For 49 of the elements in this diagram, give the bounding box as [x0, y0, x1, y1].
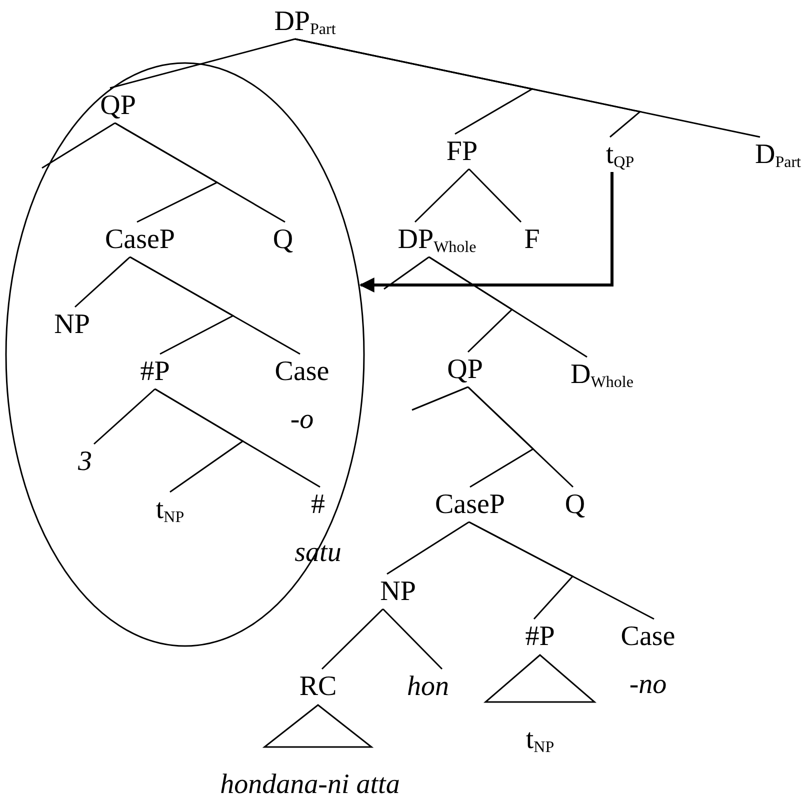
arrow — [359, 172, 614, 292]
word-label: -o — [290, 404, 314, 436]
branch-line — [428, 256, 588, 358]
node-label: #P — [525, 621, 555, 653]
branch-line — [386, 521, 470, 575]
branch-line — [110, 38, 296, 89]
word-label: 3 — [78, 446, 92, 478]
node-label: t$_{QP}$ — [606, 139, 634, 171]
node-label: Case — [274, 356, 330, 388]
node-label: NP — [380, 576, 416, 608]
node-label: DP$_{Whole}$ — [398, 224, 476, 256]
node-label: Case — [620, 621, 676, 653]
node-label: RC — [299, 671, 337, 703]
word-label: hon — [407, 671, 449, 703]
node-label: Q — [272, 224, 294, 256]
branch-line — [468, 168, 522, 223]
branch-line — [114, 122, 286, 223]
node-label: # — [311, 489, 325, 521]
node-label: t$_{NP}$ — [156, 494, 184, 526]
node-label: QP — [447, 354, 483, 386]
branch-line — [412, 386, 468, 411]
branch-line — [294, 38, 760, 138]
node-label: t$_{NP}$ — [526, 724, 554, 756]
branch-line — [467, 386, 574, 488]
branch-line — [94, 388, 156, 445]
node-label: DP$_{Part}$ — [274, 6, 336, 38]
branch-line — [468, 521, 654, 620]
node-label: F — [524, 224, 540, 256]
node-label: D$_{Part}$ — [755, 139, 801, 171]
branch-line — [42, 122, 116, 169]
node-label: FP — [446, 136, 478, 168]
branch-line — [74, 256, 130, 308]
branch-line — [321, 608, 384, 670]
branch-line — [130, 256, 300, 355]
word-label: -no — [629, 669, 667, 701]
triangle-roof — [483, 654, 597, 703]
branch-line — [154, 388, 320, 488]
node-label: CaseP — [105, 224, 175, 256]
branch-line — [384, 256, 430, 290]
node-label: #P — [140, 356, 170, 388]
branch-line — [414, 168, 470, 223]
node-label: NP — [54, 309, 90, 341]
node-label: Q — [564, 489, 586, 521]
node-label: D$_{Whole}$ — [570, 359, 634, 391]
triangle-roof — [262, 704, 374, 748]
branch-line — [382, 608, 443, 670]
node-label: QP — [100, 90, 136, 122]
word-label: hondana-ni atta — [220, 769, 400, 801]
node-label: CaseP — [435, 489, 505, 521]
